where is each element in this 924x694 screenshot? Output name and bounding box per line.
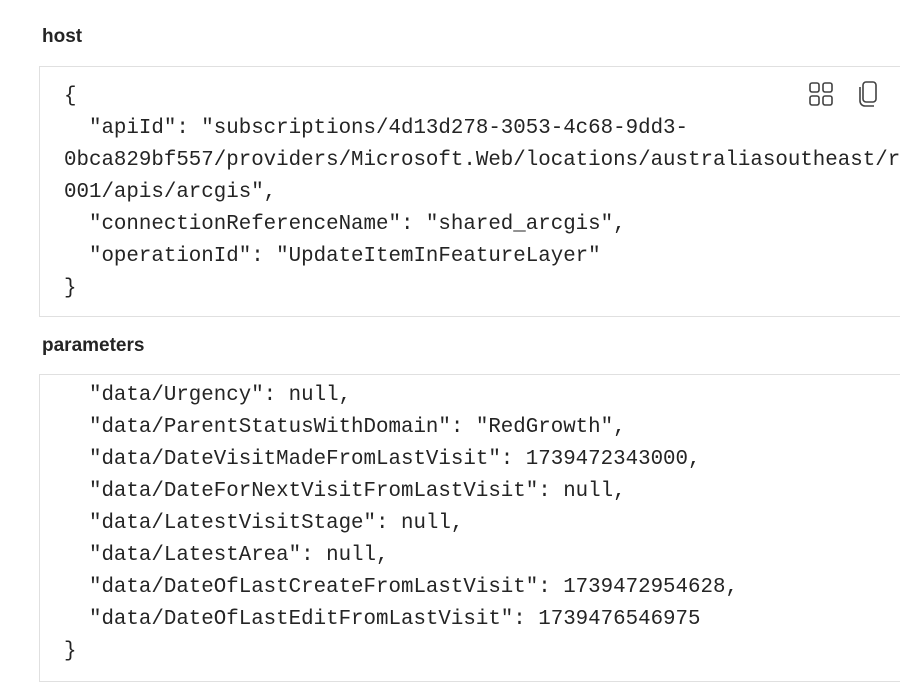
host-code: { "apiId": "subscriptions/4d13d278-3053-… xyxy=(64,85,900,300)
host-label: host xyxy=(42,26,83,47)
code-toolbar xyxy=(808,81,882,107)
parameters-label: parameters xyxy=(42,335,145,356)
parameters-code-block: "data/Urgency": null, "data/ParentStatus… xyxy=(39,374,900,682)
copy-icon[interactable] xyxy=(856,81,882,107)
expand-grid-icon[interactable] xyxy=(808,81,834,107)
host-code-block: { "apiId": "subscriptions/4d13d278-3053-… xyxy=(39,66,900,317)
parameters-code: "data/Urgency": null, "data/ParentStatus… xyxy=(64,384,738,663)
